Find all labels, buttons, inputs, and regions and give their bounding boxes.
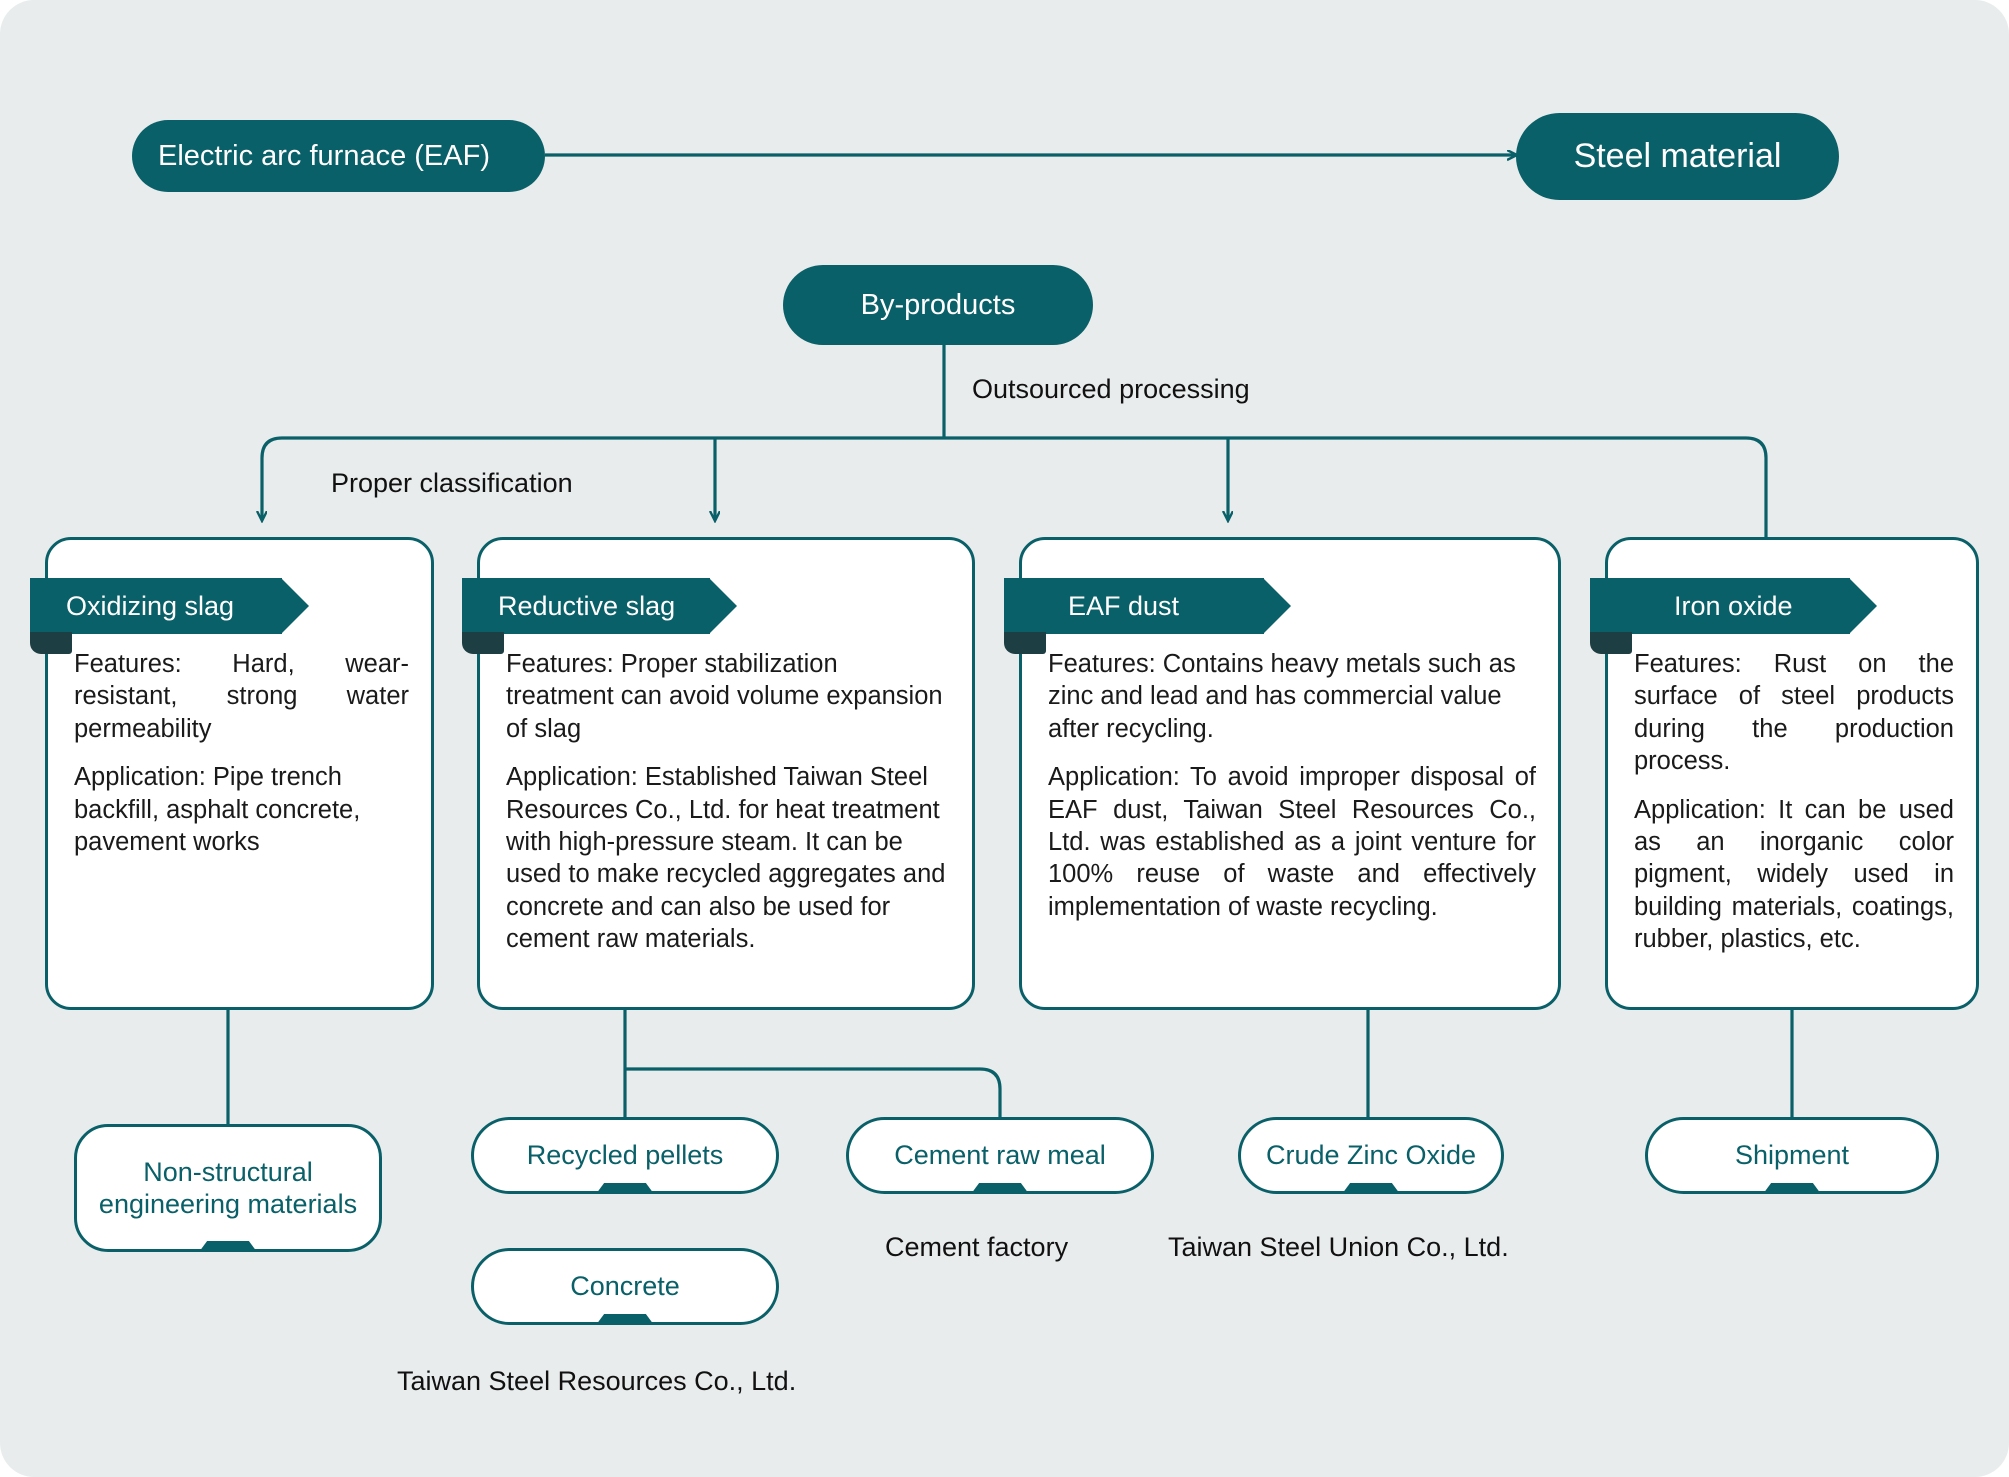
node-bottom-tab [1763, 1183, 1821, 1194]
node-bottom-tab [971, 1183, 1029, 1194]
card-eaf-dust-features: Features: Contains heavy metals such as … [1048, 650, 1516, 743]
node-shipment[interactable]: Shipment [1645, 1117, 1939, 1194]
node-bottom-tab [1342, 1183, 1400, 1194]
card-oxidizing-slag-body: Features: Hard, wear-resistant, strong w… [74, 648, 409, 858]
node-steel-material[interactable]: Steel material [1516, 113, 1839, 200]
header-shadow-nub [1004, 632, 1046, 654]
chevron-right-icon [709, 578, 737, 634]
card-reductive-slag-header: Reductive slag [462, 578, 737, 654]
card-eaf-dust-application: Application: To avoid improper disposal … [1048, 763, 1536, 921]
card-eaf-dust-body: Features: Contains heavy metals such as … [1048, 648, 1536, 923]
card-oxidizing-slag-features: Features: Hard, wear-resistant, strong w… [74, 650, 409, 743]
node-concrete[interactable]: Concrete [471, 1248, 779, 1325]
card-iron-oxide[interactable]: Iron oxide Features: Rust on the surface… [1590, 537, 1979, 1010]
card-iron-oxide-application: Application: It can be used as an inorga… [1634, 795, 1954, 954]
node-electric-arc-furnace[interactable]: Electric arc furnace (EAF) [132, 120, 545, 192]
node-bottom-tab [199, 1241, 257, 1252]
node-by-products-label: By-products [860, 288, 1016, 321]
card-eaf-dust[interactable]: EAF dust Features: Contains heavy metals… [1004, 537, 1561, 1010]
chevron-right-icon [1263, 578, 1291, 634]
node-bottom-tab [596, 1314, 654, 1325]
card-reductive-slag-title: Reductive slag [498, 590, 676, 621]
edge-label-proper-classification: Proper classification [331, 468, 573, 498]
header-shadow-nub [30, 632, 72, 654]
card-oxidizing-slag[interactable]: Oxidizing slag Features: Hard, wear-resi… [30, 537, 434, 1010]
card-eaf-dust-header: EAF dust [1004, 578, 1291, 654]
caption-taiwan-steel-resources: Taiwan Steel Resources Co., Ltd. [397, 1366, 797, 1396]
card-reductive-slag-application: Application: Established Taiwan Steel Re… [506, 763, 946, 953]
card-oxidizing-slag-header: Oxidizing slag [30, 578, 309, 654]
header-shadow-nub [462, 632, 504, 654]
card-iron-oxide-title: Iron oxide [1674, 590, 1793, 621]
node-non-structural-engineering-materials[interactable]: Non-structural engineering materials [74, 1124, 382, 1252]
node-by-products[interactable]: By-products [783, 265, 1093, 345]
card-reductive-slag-body: Features: Proper stabilization treatment… [506, 648, 950, 955]
node-shipment-label: Shipment [1734, 1140, 1850, 1171]
node-electric-arc-furnace-label: Electric arc furnace (EAF) [158, 139, 490, 172]
caption-taiwan-steel-union: Taiwan Steel Union Co., Ltd. [1168, 1232, 1509, 1262]
node-cement-raw-meal-label: Cement raw meal [894, 1140, 1106, 1171]
card-iron-oxide-header: Iron oxide [1590, 578, 1877, 654]
chevron-right-icon [281, 578, 309, 634]
card-eaf-dust-title: EAF dust [1068, 590, 1180, 621]
header-shadow-nub [1590, 632, 1632, 654]
node-cement-raw-meal[interactable]: Cement raw meal [846, 1117, 1154, 1194]
node-crude-zinc-oxide-label: Crude Zinc Oxide [1265, 1140, 1477, 1171]
card-iron-oxide-features: Features: Rust on the surface of steel p… [1634, 650, 1954, 776]
card-oxidizing-slag-application: Application: Pipe trench backfill, aspha… [74, 763, 361, 856]
wire-to-oxidizing-slag [262, 436, 283, 520]
node-steel-material-label: Steel material [1573, 137, 1782, 175]
chevron-right-icon [1849, 578, 1877, 634]
node-concrete-label: Concrete [570, 1271, 680, 1302]
edge-label-outsourced-processing: Outsourced processing [972, 374, 1250, 404]
card-reductive-slag-features: Features: Proper stabilization treatment… [506, 650, 943, 743]
card-oxidizing-slag-title: Oxidizing slag [66, 590, 235, 621]
caption-cement-factory: Cement factory [885, 1232, 1069, 1262]
node-recycled-pellets-label: Recycled pellets [526, 1140, 724, 1171]
card-reductive-slag[interactable]: Reductive slag Features: Proper stabiliz… [462, 537, 975, 1010]
card-iron-oxide-body: Features: Rust on the surface of steel p… [1634, 648, 1954, 955]
node-crude-zinc-oxide[interactable]: Crude Zinc Oxide [1238, 1117, 1504, 1194]
node-bottom-tab [596, 1183, 654, 1194]
node-non-structural-label: Non-structural engineering materials [98, 1156, 358, 1219]
wire-to-iron-oxide [1745, 436, 1768, 545]
node-recycled-pellets[interactable]: Recycled pellets [471, 1117, 779, 1194]
